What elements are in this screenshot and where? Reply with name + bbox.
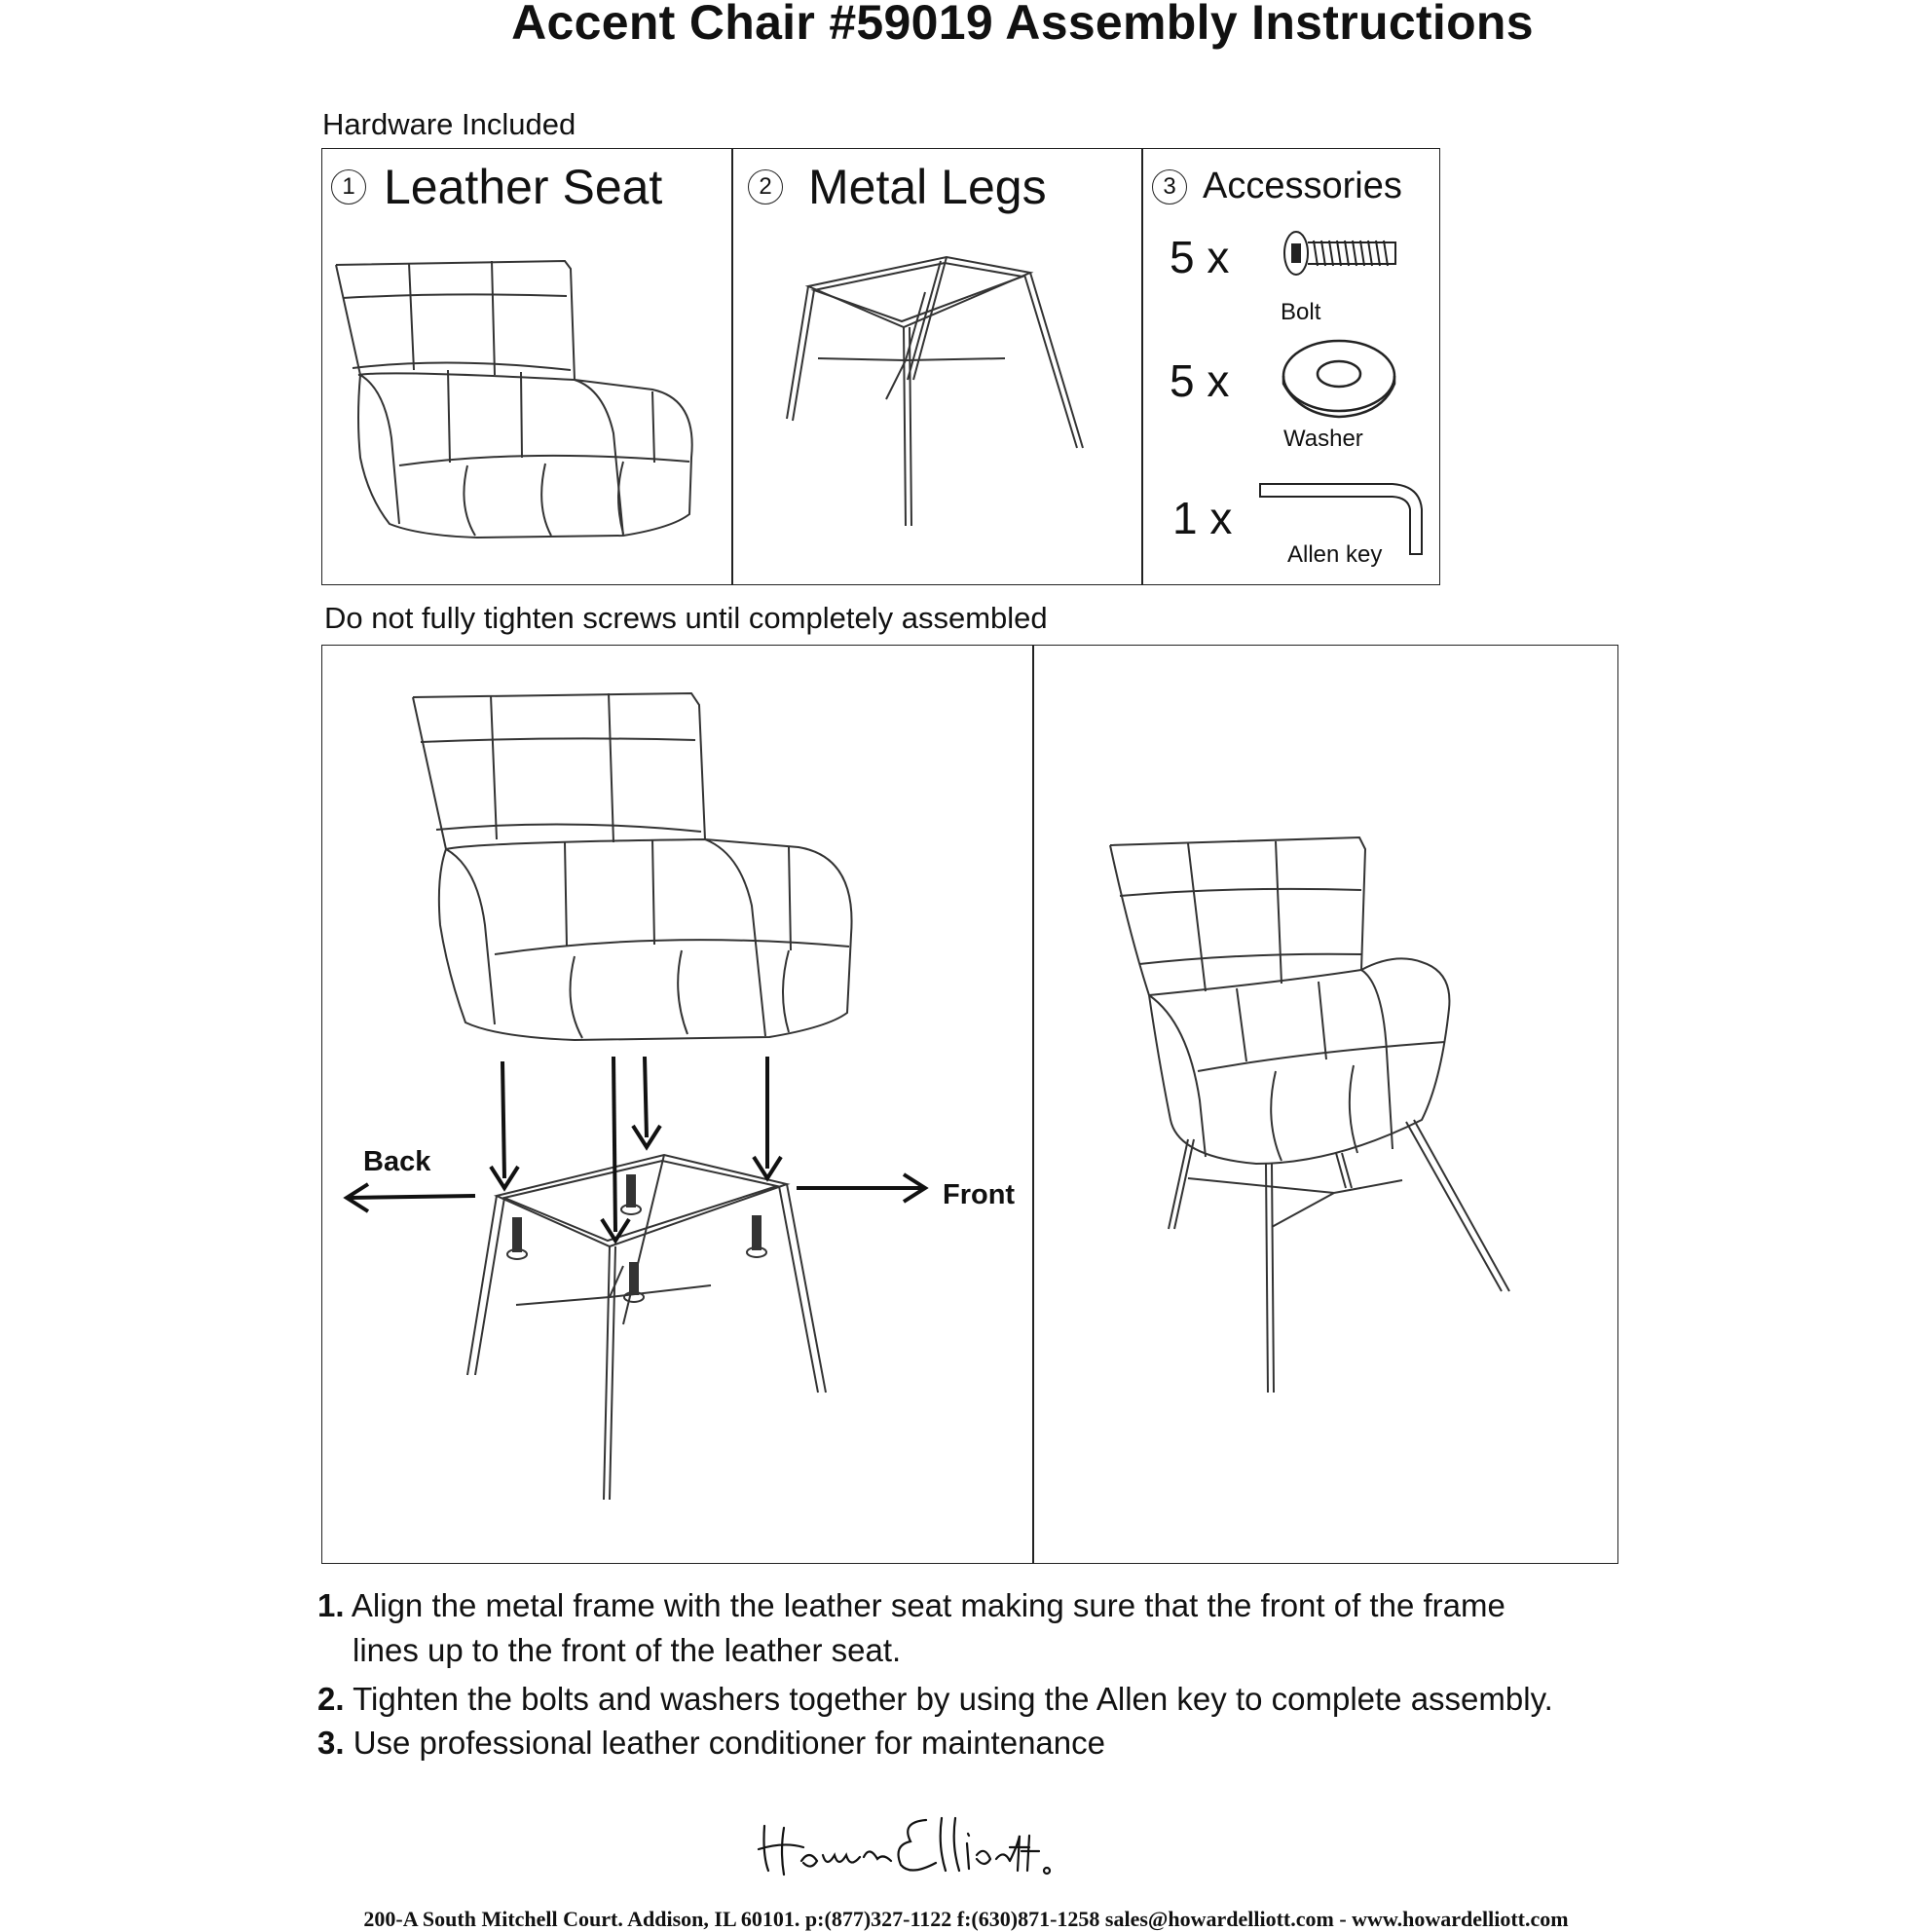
warning-text: Do not fully tighten screws until comple… bbox=[324, 601, 1048, 635]
part-name: Leather Seat bbox=[384, 160, 663, 214]
step-number: 1. bbox=[317, 1587, 345, 1623]
footer-address: 200-A South Mitchell Court. Addison, IL … bbox=[363, 1907, 1569, 1931]
signature-logo bbox=[757, 1816, 1052, 1876]
assembled-chair-illustration bbox=[1109, 836, 1510, 1393]
bolt-quantity: 5 x bbox=[1170, 232, 1230, 282]
step-text: lines up to the front of the leather sea… bbox=[353, 1632, 902, 1668]
assembly-diagram bbox=[321, 645, 1618, 1564]
part-2-header: 2 Metal Legs bbox=[748, 159, 1047, 215]
bolt-icon bbox=[1283, 231, 1396, 276]
leather-seat-illustration bbox=[335, 259, 693, 539]
step-text: Tighten the bolts and washers together b… bbox=[353, 1681, 1553, 1717]
allen-key-label: Allen key bbox=[1287, 541, 1383, 568]
diagram-divider bbox=[1032, 645, 1034, 1564]
step-2: 2. Tighten the bolts and washers togethe… bbox=[317, 1677, 1778, 1722]
part-name: Metal Legs bbox=[808, 160, 1047, 214]
back-direction-label: Back bbox=[363, 1146, 431, 1177]
front-direction-label: Front bbox=[943, 1179, 1016, 1210]
washer-label: Washer bbox=[1283, 426, 1363, 452]
washer-icon bbox=[1282, 339, 1396, 419]
part-name: Accessories bbox=[1203, 166, 1402, 206]
washer-quantity: 5 x bbox=[1170, 355, 1230, 406]
step-3: 3. Use professional leather conditioner … bbox=[317, 1721, 1681, 1765]
hardware-heading: Hardware Included bbox=[322, 107, 576, 141]
step-number: 2. bbox=[317, 1681, 345, 1717]
step-1: 1. Align the metal frame with the leathe… bbox=[317, 1583, 1681, 1673]
allen-key-quantity: 1 x bbox=[1172, 493, 1233, 543]
exploded-assembly-illustration bbox=[343, 691, 929, 1501]
part-3-header: 3 Accessories bbox=[1152, 166, 1402, 207]
metal-legs-illustration bbox=[786, 255, 1084, 527]
page-title: Accent Chair #59019 Assembly Instruction… bbox=[511, 0, 1534, 50]
hardware-table bbox=[321, 148, 1440, 585]
step-number: 3. bbox=[317, 1725, 345, 1761]
bolt-label: Bolt bbox=[1281, 299, 1321, 325]
part-number-badge: 1 bbox=[331, 169, 366, 204]
step-text: Use professional leather conditioner for… bbox=[353, 1725, 1105, 1761]
table-divider bbox=[1141, 148, 1143, 585]
step-text: Align the metal frame with the leather s… bbox=[351, 1587, 1505, 1623]
part-1-header: 1 Leather Seat bbox=[331, 159, 662, 215]
part-number-badge: 3 bbox=[1152, 168, 1187, 204]
allen-key-icon bbox=[1259, 483, 1423, 555]
part-number-badge: 2 bbox=[748, 169, 783, 204]
table-divider bbox=[731, 148, 733, 585]
